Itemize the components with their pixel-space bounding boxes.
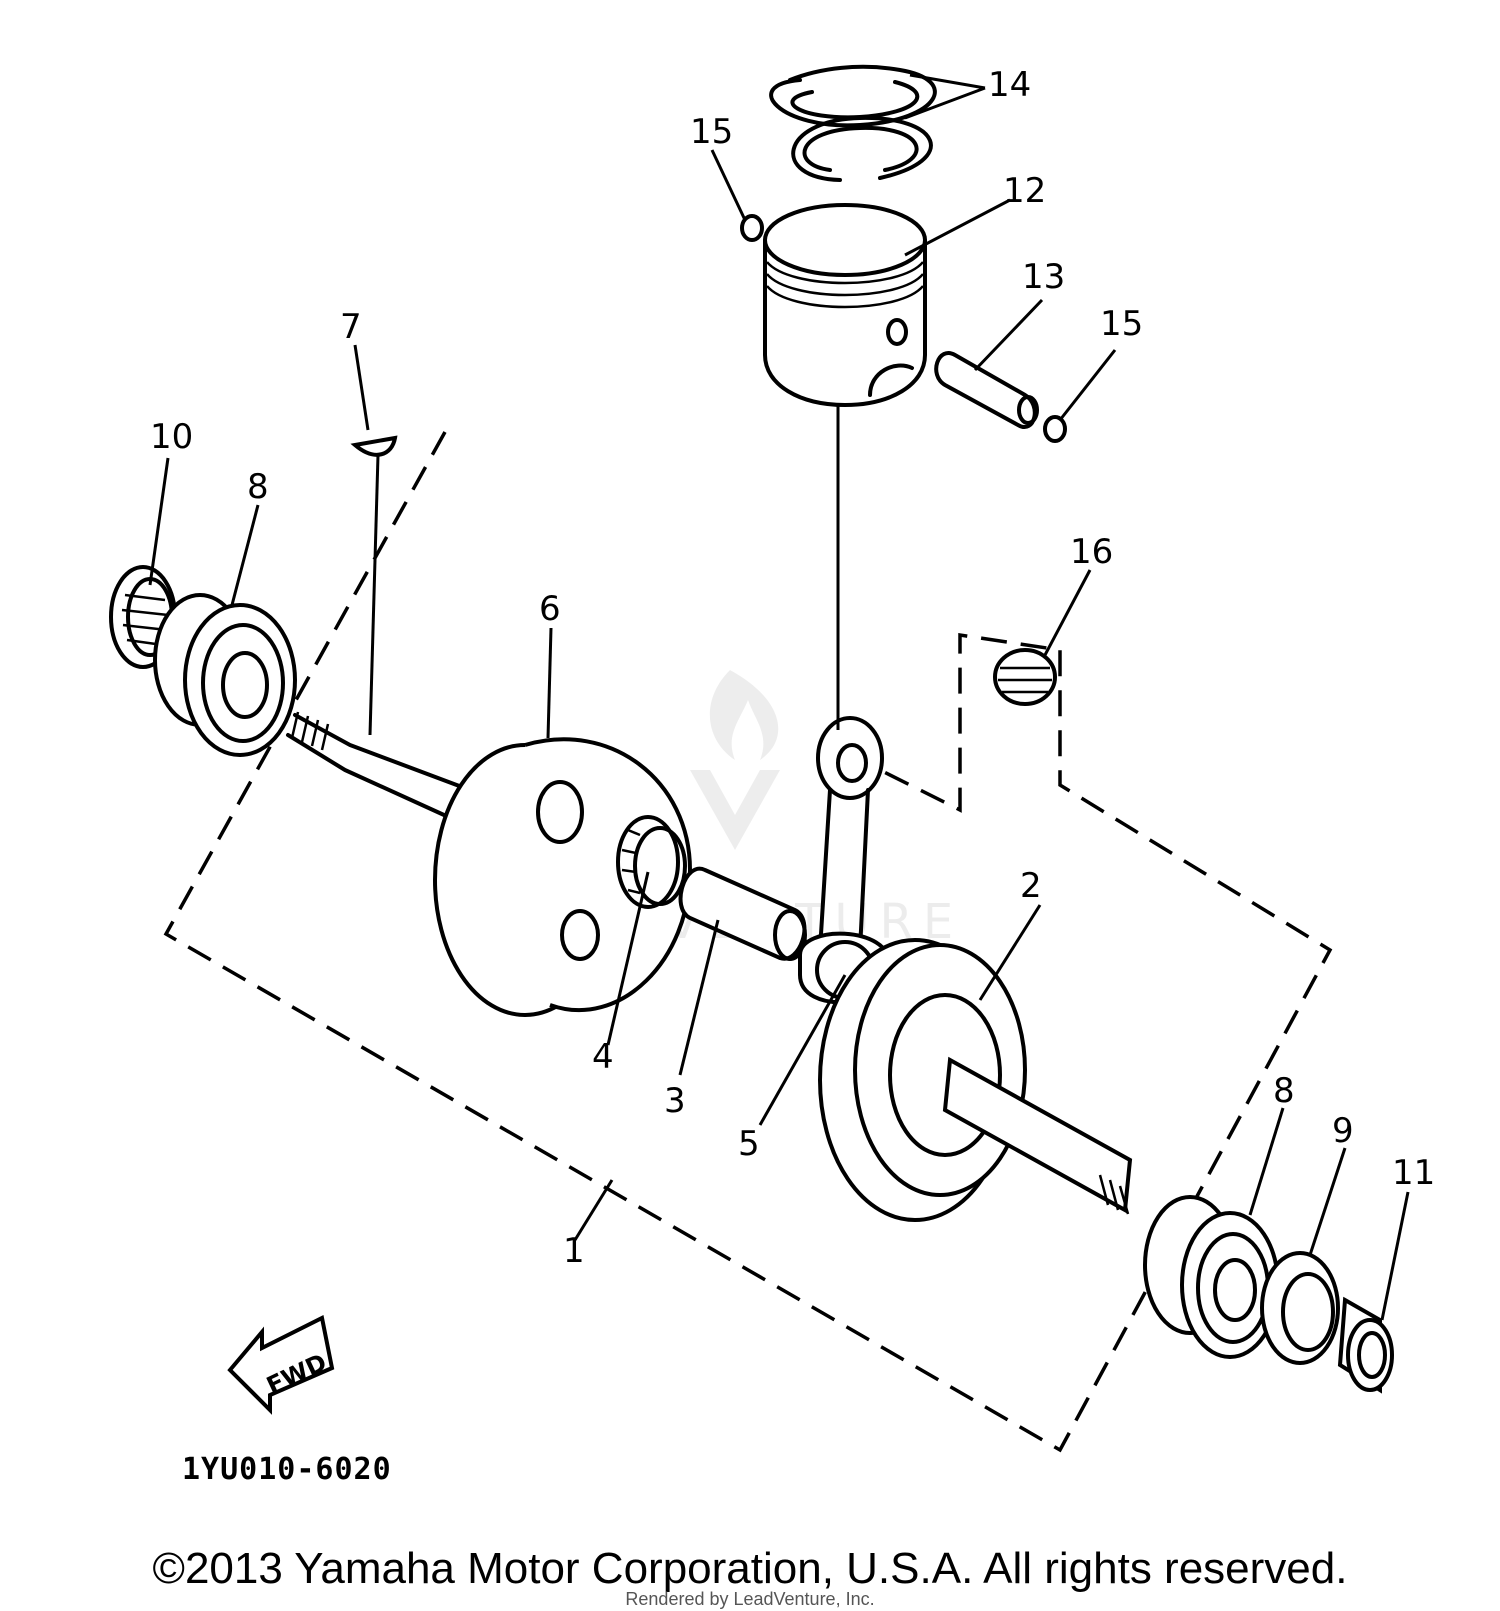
crank-web-right (818, 938, 1133, 1222)
callout-8-right: 8 (1273, 1071, 1295, 1111)
circlip-top (740, 214, 764, 242)
leader-lines (148, 73, 1410, 1321)
woodruff-key (350, 435, 398, 457)
callout-14: 14 (988, 65, 1031, 105)
forward-arrow-icon: FWD (227, 1315, 335, 1415)
callout-9: 9 (1332, 1111, 1354, 1151)
callout-12: 12 (1003, 171, 1046, 211)
callout-11: 11 (1392, 1153, 1435, 1193)
callout-2: 2 (1020, 866, 1042, 906)
oil-seal-right (1260, 1251, 1340, 1365)
callout-5: 5 (738, 1124, 760, 1164)
crank-pin (678, 866, 807, 961)
spacer-collar (1337, 1296, 1394, 1394)
callout-4: 4 (592, 1037, 614, 1077)
callout-7: 7 (340, 307, 362, 347)
needle-bearing (616, 815, 687, 909)
callout-6: 6 (539, 589, 561, 629)
callout-16: 16 (1070, 532, 1113, 572)
crank-web-left (286, 711, 693, 1017)
callout-3: 3 (664, 1081, 686, 1121)
diagram-code: 1YU010-6020 (182, 1452, 392, 1487)
crankshaft-assembly-boundary (163, 431, 1333, 1453)
piston (763, 203, 927, 407)
bearing-right (1143, 1195, 1280, 1359)
copyright-notice: ©2013 Yamaha Motor Corporation, U.S.A. A… (152, 1544, 1348, 1593)
small-end-bearing (993, 648, 1057, 706)
callout-15-left: 15 (690, 112, 733, 152)
bearing-left (153, 593, 297, 757)
callout-8-left: 8 (247, 467, 269, 507)
callout-1: 1 (563, 1231, 585, 1271)
callout-13: 13 (1022, 257, 1065, 297)
circlip-right (1043, 415, 1067, 443)
callout-10: 10 (150, 417, 193, 457)
callout-labels: 1 2 3 4 5 6 7 8 8 9 10 11 12 13 14 15 15… (150, 65, 1435, 1271)
callout-15-right: 15 (1100, 304, 1143, 344)
piston-rings (769, 64, 937, 182)
rendered-by-notice: Rendered by LeadVenture, Inc. (625, 1589, 875, 1609)
piston-pin (934, 351, 1039, 429)
